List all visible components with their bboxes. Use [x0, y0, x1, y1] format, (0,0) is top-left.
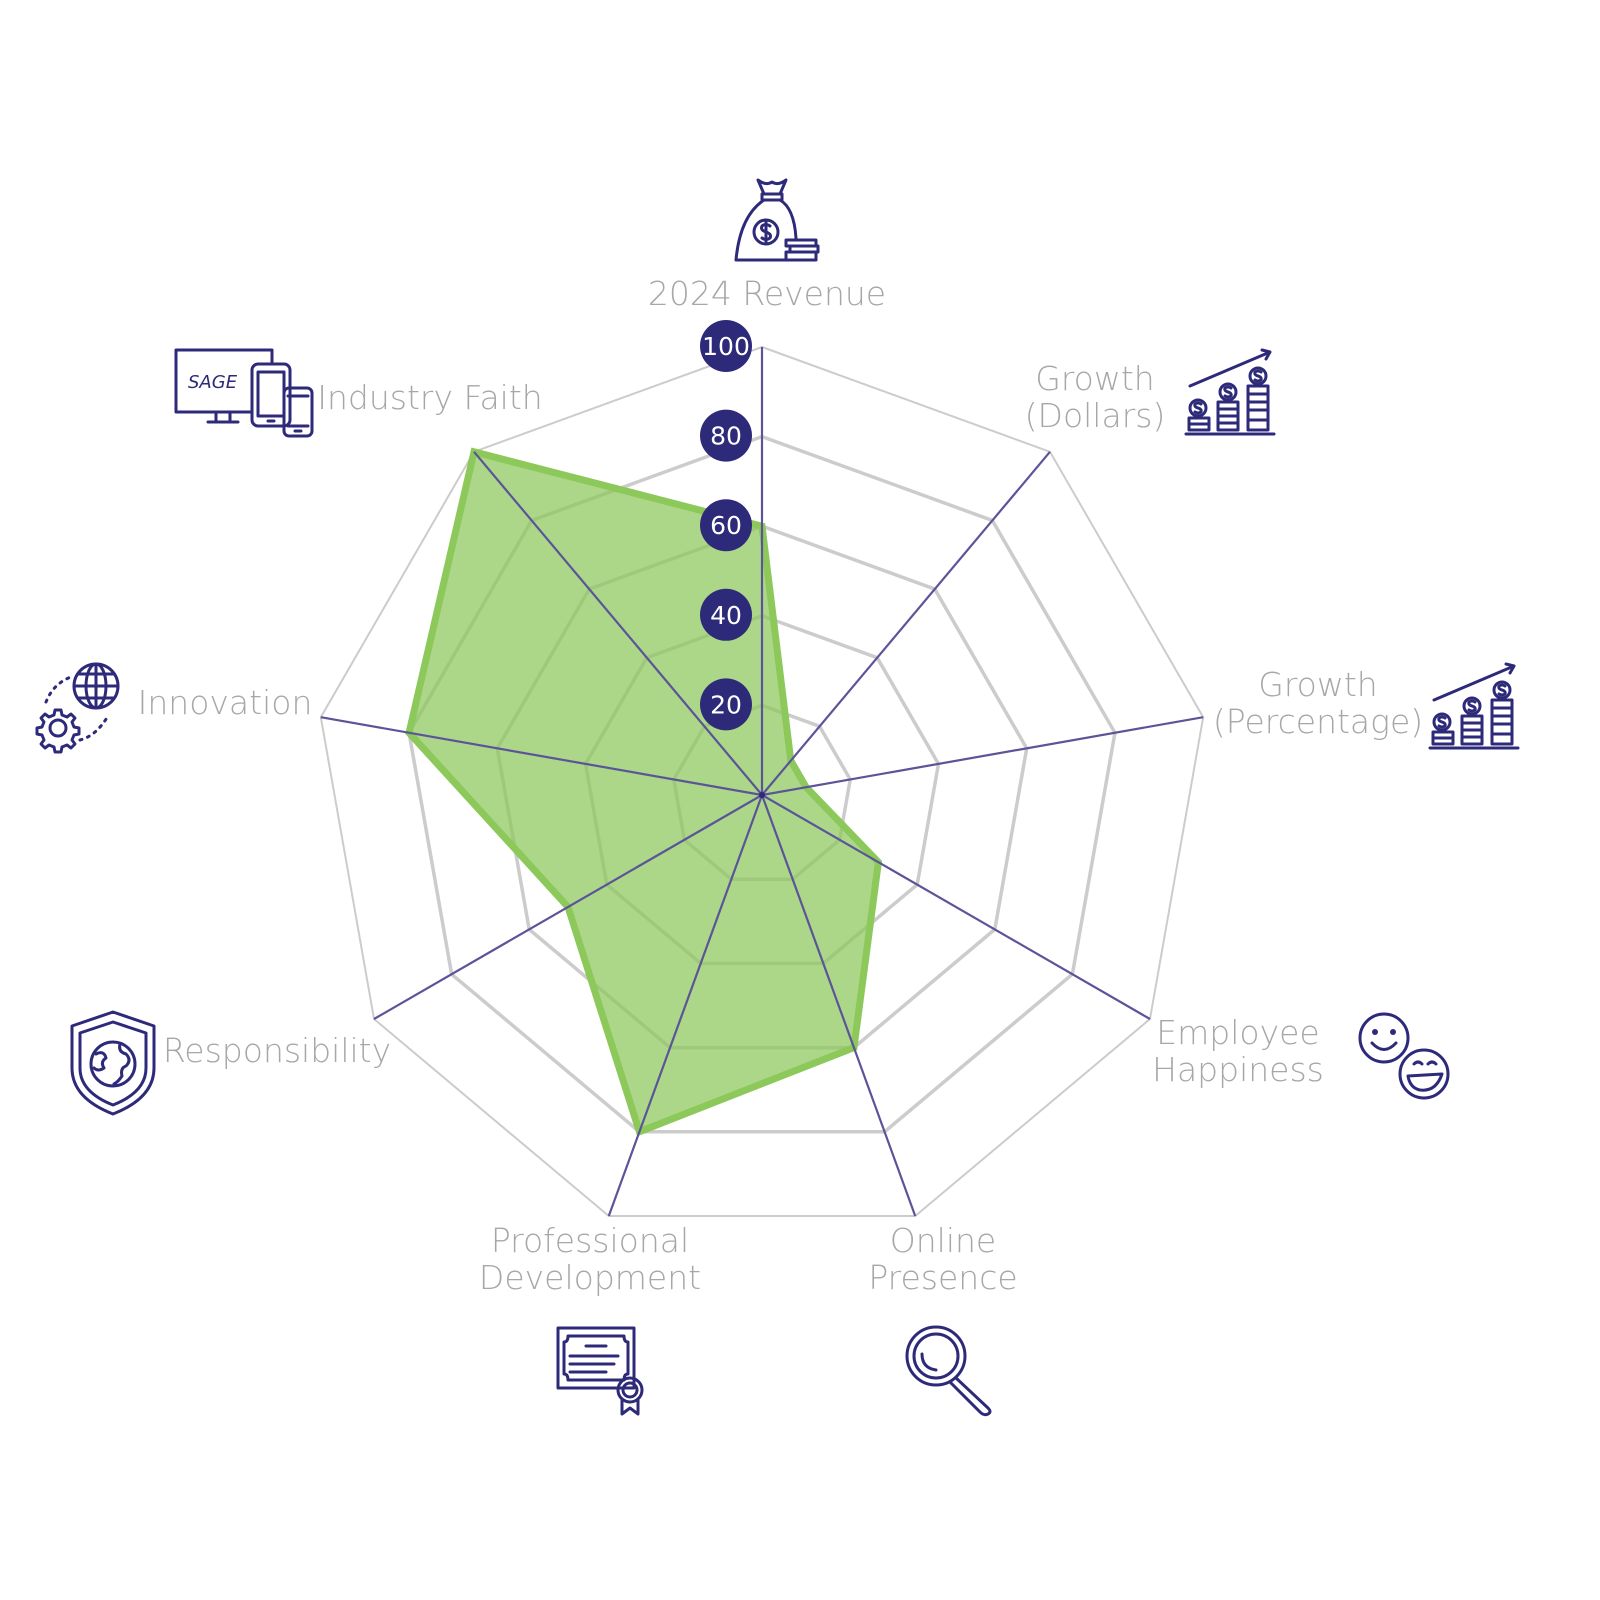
axis-spoke [373, 794, 763, 1020]
certificate-icon [556, 1326, 646, 1416]
axis-spokes [320, 347, 1204, 1217]
tick-badge: 100 [700, 320, 752, 372]
axis-spoke [761, 451, 1051, 796]
axis-label-line: 2024 Revenue [648, 274, 886, 313]
axis-label-line: Innovation [138, 683, 313, 722]
globe-gear-icon [34, 660, 126, 754]
axis-label-line: Growth [1035, 359, 1154, 398]
tick-badge: 80 [700, 409, 752, 462]
tick-label: 40 [710, 601, 742, 630]
axis-spoke [607, 794, 764, 1217]
axis-labels: 2024 RevenueGrowth(Dollars)Growth(Percen… [138, 274, 1423, 1297]
tick-badge-circle [700, 409, 752, 462]
series-polygon-0 [405, 447, 883, 1137]
axis-label-line: Industry Faith [317, 378, 542, 417]
axis-label-line: Development [479, 1258, 701, 1297]
grid-ring-100 [319, 345, 1205, 1217]
tick-badge-circle [700, 588, 752, 641]
axis-label-line: (Percentage) [1213, 702, 1423, 741]
coin-stacks-growth-icon [1184, 346, 1276, 438]
coin-stacks-growth-icon [1428, 660, 1520, 752]
axis-label-line: Employee [1156, 1013, 1319, 1052]
money-bag-icon [728, 176, 820, 264]
tick-badge: 40 [700, 588, 752, 641]
tick-label: 80 [710, 422, 742, 451]
axis-label-line: Presence [868, 1258, 1017, 1297]
axis-label-line: Online [890, 1221, 996, 1260]
axis-spoke [473, 451, 763, 796]
center-point [759, 792, 765, 798]
tick-badge-circle [700, 678, 752, 731]
magnifying-glass-icon [904, 1324, 996, 1417]
axis-label-line: Happiness [1152, 1050, 1324, 1089]
axis-label: Innovation [138, 683, 313, 722]
tick-badge-circle [700, 499, 752, 552]
axis-label-line: Growth [1258, 665, 1377, 704]
axis-label-line: (Dollars) [1025, 396, 1166, 435]
tick-label: 20 [710, 690, 742, 719]
axis-label: Industry Faith [317, 378, 542, 417]
axis-label: 2024 Revenue [648, 274, 886, 313]
sage-brand-text: SAGE [188, 372, 238, 393]
smiley-faces-icon [1356, 1010, 1452, 1102]
tick-badges: 20 40 60 80 100 [700, 320, 752, 731]
tick-badge: 60 [700, 499, 752, 552]
devices-icon: SAGE [172, 346, 316, 438]
tick-badge-circle [700, 320, 752, 372]
tick-label: 60 [710, 511, 742, 540]
shield-globe-icon [68, 1010, 158, 1118]
axis-label: Growth(Dollars) [1025, 359, 1166, 435]
axis-label-line: Professional [491, 1221, 689, 1260]
axis-spoke [760, 794, 917, 1217]
tick-label: 100 [702, 332, 750, 361]
axis-spoke [761, 716, 1204, 797]
tick-badge: 20 [700, 678, 752, 731]
series-area [405, 447, 883, 1137]
axis-spoke [320, 716, 763, 797]
axis-label: Responsibility [163, 1031, 391, 1070]
axis-label-line: Responsibility [163, 1031, 391, 1070]
axis-spoke [761, 794, 1151, 1020]
axis-label: Growth(Percentage) [1213, 665, 1423, 741]
